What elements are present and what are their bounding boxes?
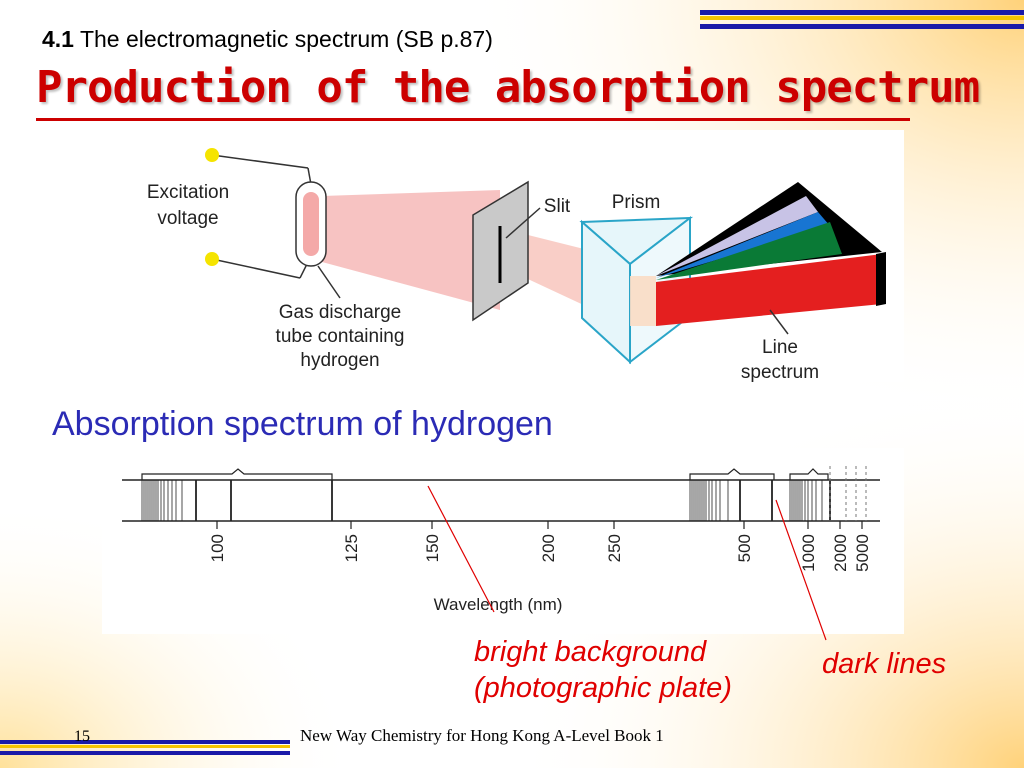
absorption-heading: Absorption spectrum of hydrogen (52, 405, 553, 443)
slide-number: 15 (74, 728, 90, 745)
line-spectrum-label-2: spectrum (741, 362, 819, 383)
axis-label: Wavelength (nm) (434, 595, 563, 614)
section-label: 4.1 The electromagnetic spectrum (SB p.8… (42, 26, 493, 53)
dark-lines-label: dark lines (822, 648, 947, 680)
tick-label: 100 (208, 534, 227, 562)
bright-label-line-2: (photographic plate) (474, 672, 732, 704)
bright-pointer (427, 485, 495, 613)
tick-label: 5000 (853, 534, 872, 572)
slit-pointer (505, 207, 541, 239)
top-stripes (700, 10, 1024, 29)
bright-label-line-1: bright background (474, 636, 707, 668)
footer-book-title: New Way Chemistry for Hong Kong A-Level … (300, 726, 664, 745)
tick-label: 125 (342, 534, 361, 562)
voltage-wire-top (211, 154, 309, 169)
tick-label: 150 (423, 534, 442, 562)
discharge-tube-glow (303, 192, 319, 256)
spectrum-red (656, 254, 882, 326)
tick-label: 500 (735, 534, 754, 562)
bright-background-label: bright background (photographic plate) (474, 634, 732, 706)
section-title: The electromagnetic spectrum (SB p.87) (79, 26, 493, 52)
spectrum-violet (656, 196, 818, 276)
spectrum-pointer (769, 309, 789, 335)
discharge-tube-label-3: hydrogen (300, 350, 379, 371)
light-beam (322, 190, 500, 310)
title-underline (36, 118, 910, 121)
discharge-tube-label-1: Gas discharge (279, 302, 402, 323)
voltage-wire-bottom (211, 258, 301, 279)
tube-pointer (317, 265, 341, 299)
terminal-top (205, 148, 219, 162)
excitation-voltage-label-1: Excitation (147, 182, 229, 203)
absorption-panel (102, 448, 904, 634)
section-number: 4.1 (42, 26, 74, 52)
line-spectrum-label-1: Line (762, 337, 798, 358)
beam-in-prism (630, 276, 656, 326)
prism-label: Prism (612, 192, 661, 213)
terminal-bottom (205, 252, 219, 266)
tick-label: 1000 (799, 534, 818, 572)
discharge-tube-label-2: tube containing (276, 326, 405, 347)
slide-title: Production of the absorption spectrum (36, 62, 980, 113)
excitation-voltage-label-2: voltage (157, 208, 218, 229)
absorption-strip (122, 468, 880, 522)
tick-marks (216, 521, 863, 529)
absorption-lines (141, 480, 831, 521)
tick-label: 200 (539, 534, 558, 562)
spectrum-screen-edge (876, 252, 886, 306)
spectrum-green (656, 222, 842, 280)
slit-label: Slit (544, 196, 571, 217)
tick-label: 250 (605, 534, 624, 562)
tick-label: 2000 (831, 534, 850, 572)
dark-pointer (775, 499, 827, 641)
bottom-stripes (0, 740, 290, 755)
spectrum-blue (656, 212, 830, 278)
